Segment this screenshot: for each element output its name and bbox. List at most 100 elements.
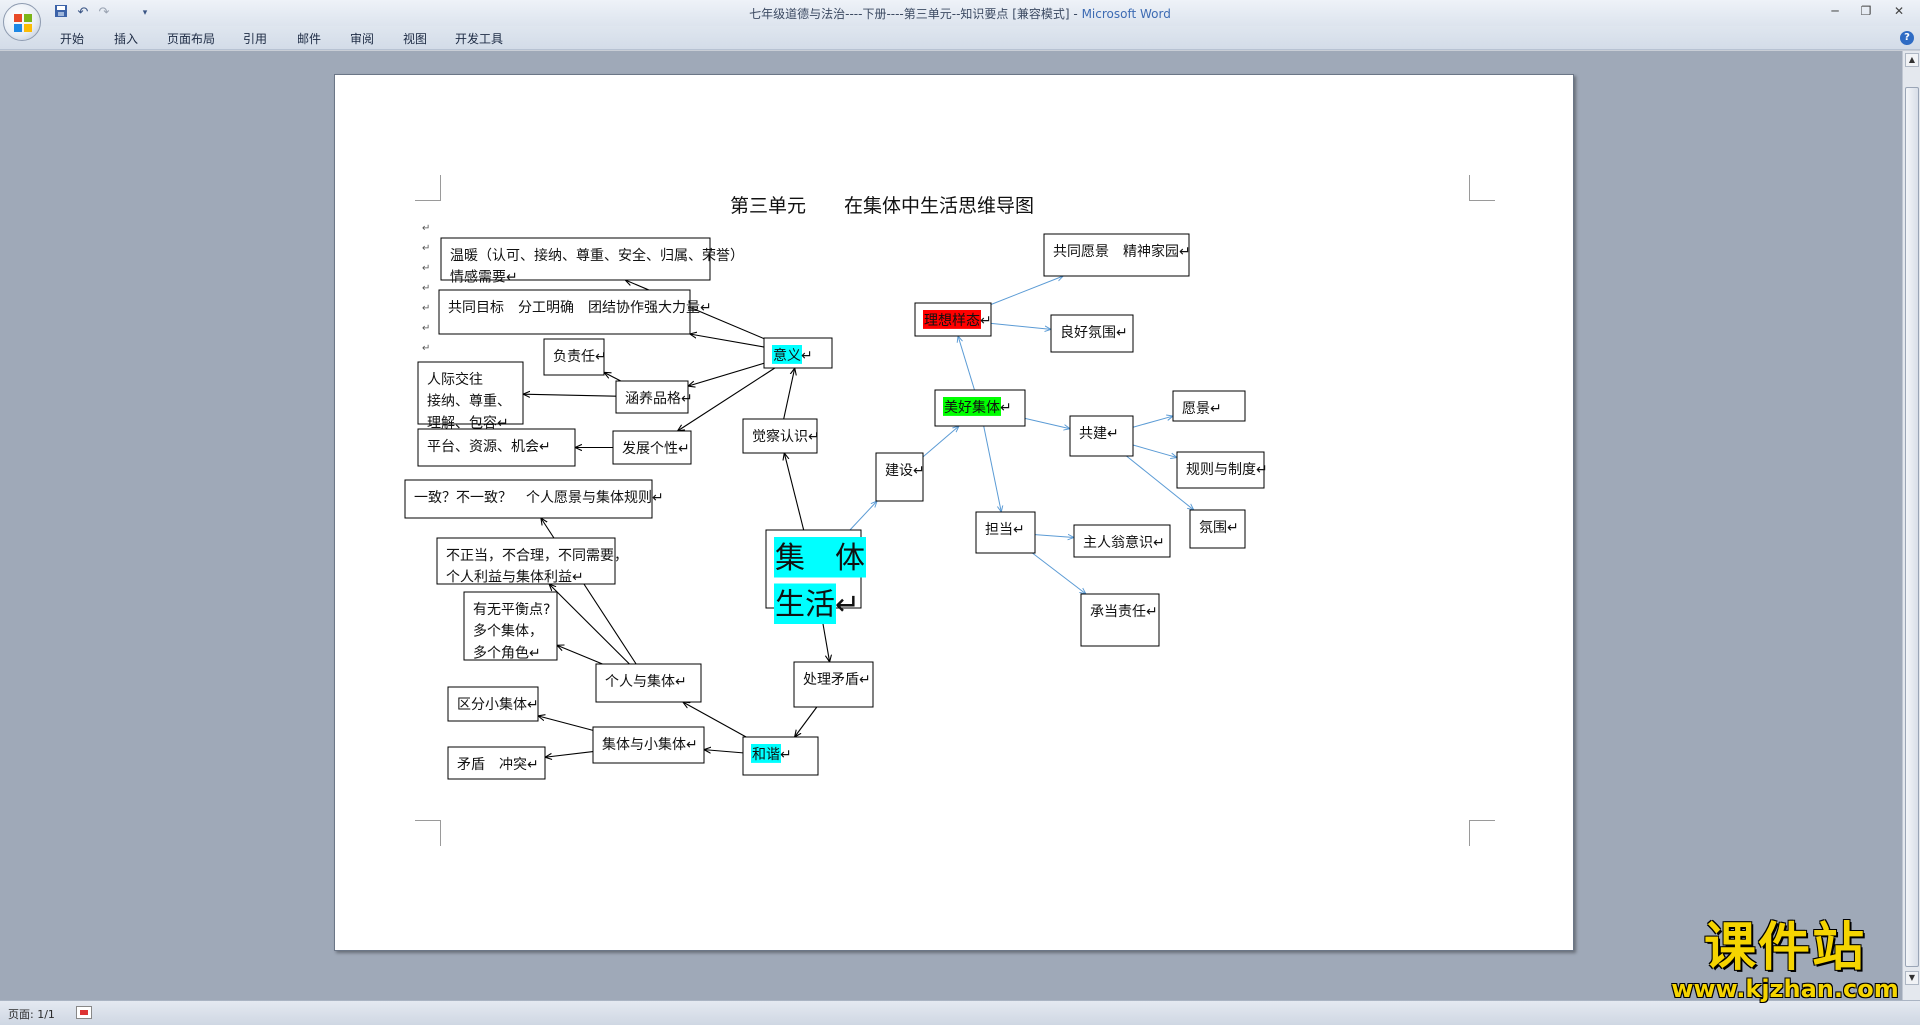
- node-box: [543, 338, 605, 376]
- document-page[interactable]: 第三单元 在集体中生活思维导图↵↵↵↵↵↵↵集 体生活↵意义↵觉察认识↵温暖（认…: [334, 74, 1574, 951]
- node-box: [404, 479, 653, 519]
- node-box: [1050, 314, 1134, 353]
- mind-map-node-meihao[interactable]: 美好集体↵: [934, 389, 1026, 427]
- node-box: [875, 452, 924, 502]
- save-icon[interactable]: [52, 4, 70, 22]
- mind-map-node-jianshe[interactable]: 建设↵: [875, 452, 925, 502]
- mind-map-node-hexie[interactable]: 和谐↵: [742, 736, 819, 776]
- mind-map-node-chuli[interactable]: 处理矛盾↵: [793, 661, 874, 708]
- node-box: [447, 686, 539, 722]
- node-text: 理想样态↵: [924, 313, 992, 329]
- help-icon[interactable]: ?: [1900, 31, 1914, 45]
- text-highlight: [943, 397, 1001, 416]
- close-button[interactable]: ✕: [1893, 4, 1905, 18]
- tab-home[interactable]: 开始: [60, 32, 85, 46]
- mind-map-node-yiyi[interactable]: 意义↵: [763, 337, 833, 369]
- connector-arrow-geren-youwu: [557, 645, 603, 665]
- dropdown-icon[interactable]: ▾: [142, 8, 148, 18]
- scroll-down-button[interactable]: ▼: [1905, 971, 1919, 985]
- mind-map-node-guize[interactable]: 规则与制度↵: [1176, 451, 1268, 489]
- minimize-button[interactable]: ─: [1831, 4, 1839, 18]
- vertical-scrollbar[interactable]: ▲ ▼: [1902, 51, 1920, 1000]
- connector-arrow-center-juecha: [784, 453, 805, 531]
- crop-mark-bottom-left: [415, 820, 441, 846]
- connector-arrow-jitiyu-qufen: [538, 716, 594, 731]
- page-count[interactable]: 页面: 1/1: [8, 1008, 55, 1021]
- mind-map-node-fuzeren[interactable]: 负责任↵: [543, 338, 607, 376]
- node-box: [1069, 415, 1134, 457]
- node-text: 觉察认识↵: [752, 428, 820, 445]
- watermark-text: 课件站: [1703, 918, 1866, 978]
- paragraph-mark: ↵: [422, 263, 430, 274]
- mind-map-node-maodun[interactable]: 矛盾 冲突↵: [447, 746, 546, 780]
- mind-map-node-gongjian[interactable]: 共建↵: [1069, 415, 1134, 457]
- paragraph-mark: ↵: [422, 283, 430, 294]
- node-text: 多个集体，: [473, 623, 543, 640]
- mind-map-node-qufen[interactable]: 区分小集体↵: [447, 686, 539, 722]
- mind-map-node-gongtong[interactable]: 共同目标 分工明确 团结协作强大力量↵: [438, 289, 712, 335]
- mind-map-node-center[interactable]: 集 体生活↵: [765, 529, 866, 624]
- mind-map-node-fazhan[interactable]: 发展个性↵: [612, 430, 692, 465]
- mind-map-node-fenwei[interactable]: 氛围↵: [1189, 509, 1246, 549]
- connector-arrow-yiyi-fazhan: [677, 367, 776, 431]
- ribbon-tab-bar: 开始 插入 页面布局 引用 邮件 审阅 视图 开发工具 ?: [0, 26, 1920, 50]
- node-text: 愿景↵: [1182, 401, 1222, 417]
- connector-arrow-hexie-geren: [683, 702, 747, 738]
- tab-view[interactable]: 视图: [403, 32, 428, 46]
- mind-map-node-juecha[interactable]: 觉察认识↵: [742, 418, 820, 454]
- connector-arrow-center-jianshe: [849, 501, 877, 531]
- tab-insert[interactable]: 插入: [114, 32, 139, 46]
- mind-map-node-geren[interactable]: 个人与集体↵: [595, 663, 702, 703]
- mind-map-node-zhuren[interactable]: 主人翁意识↵: [1073, 524, 1171, 558]
- mind-map-node-yuanjing1[interactable]: 共同愿景 精神家园↵: [1043, 233, 1191, 277]
- connector-arrow-meihao-dandang: [983, 425, 1002, 512]
- paragraph-mark: ↵: [422, 243, 430, 254]
- mind-map-node-wennuan[interactable]: 温暖（认可、接纳、尊重、安全、归属、荣誉）情感需要↵: [440, 237, 744, 286]
- mind-map-node-yuanjing2[interactable]: 愿景↵: [1172, 390, 1246, 422]
- tab-mailings[interactable]: 邮件: [297, 32, 322, 46]
- scroll-thumb[interactable]: [1905, 87, 1919, 967]
- mind-map: 第三单元 在集体中生活思维导图↵↵↵↵↵↵↵集 体生活↵意义↵觉察认识↵温暖（认…: [404, 195, 1268, 780]
- connector-arrow-dandang-zhuren: [1034, 535, 1074, 538]
- tab-review[interactable]: 审阅: [350, 32, 375, 46]
- mind-map-node-dandang[interactable]: 担当↵: [975, 511, 1036, 554]
- node-text: 区分小集体↵: [457, 696, 539, 713]
- proofing-icon[interactable]: [76, 1006, 92, 1019]
- mind-map-node-buzhengdang[interactable]: 不正当，不合理，不同需要，个人利益与集体利益↵: [436, 537, 628, 586]
- redo-icon[interactable]: ↷: [98, 5, 110, 20]
- mind-map-node-hanyang[interactable]: 涵养品格↵: [615, 380, 693, 414]
- mind-map-node-yizhi[interactable]: 一致？不一致？ 个人愿景与集体规则↵: [404, 479, 664, 519]
- office-button[interactable]: [3, 3, 41, 41]
- scroll-up-button[interactable]: ▲: [1905, 53, 1919, 67]
- mind-map-node-chengdan[interactable]: 承当责任↵: [1080, 593, 1160, 647]
- crop-mark-bottom-right: [1469, 820, 1495, 846]
- document-heading: 第三单元 在集体中生活思维导图: [730, 195, 1034, 217]
- connector-arrow-yiyi-gongtong: [690, 334, 765, 348]
- mind-map-node-youwu[interactable]: 有无平衡点?多个集体，多个角色↵: [463, 591, 558, 661]
- node-text: 承当责任↵: [1090, 604, 1158, 620]
- paragraph-mark: ↵: [422, 343, 430, 354]
- node-text: 涵养品格↵: [625, 391, 693, 407]
- node-text: 生活↵: [775, 588, 860, 623]
- tab-developer[interactable]: 开发工具: [455, 32, 504, 46]
- tab-page-layout[interactable]: 页面布局: [167, 32, 216, 46]
- tab-references[interactable]: 引用: [243, 32, 268, 46]
- node-box: [742, 418, 818, 454]
- node-box: [1043, 233, 1190, 277]
- node-text: 情感需要↵: [450, 269, 518, 286]
- connector-arrow-hexie-jitiyu: [704, 750, 744, 753]
- undo-icon[interactable]: ↶: [77, 5, 89, 20]
- mind-map-node-lianghao[interactable]: 良好氛围↵: [1050, 314, 1134, 353]
- mind-map-node-lixiang[interactable]: 理想样态↵: [914, 302, 992, 337]
- connector-arrow-juecha-yiyi: [783, 368, 795, 420]
- node-text: 共同愿景 精神家园↵: [1053, 243, 1191, 260]
- node-box: [975, 511, 1036, 554]
- node-box: [592, 726, 705, 764]
- restore-button[interactable]: ❐: [1860, 4, 1872, 18]
- mind-map-node-pingtai[interactable]: 平台、资源、机会↵: [417, 428, 576, 467]
- node-box: [417, 361, 524, 425]
- node-text: 多个角色↵: [473, 644, 541, 661]
- node-text: 共建↵: [1079, 426, 1119, 442]
- mind-map-node-jitiyu[interactable]: 集体与小集体↵: [592, 726, 705, 764]
